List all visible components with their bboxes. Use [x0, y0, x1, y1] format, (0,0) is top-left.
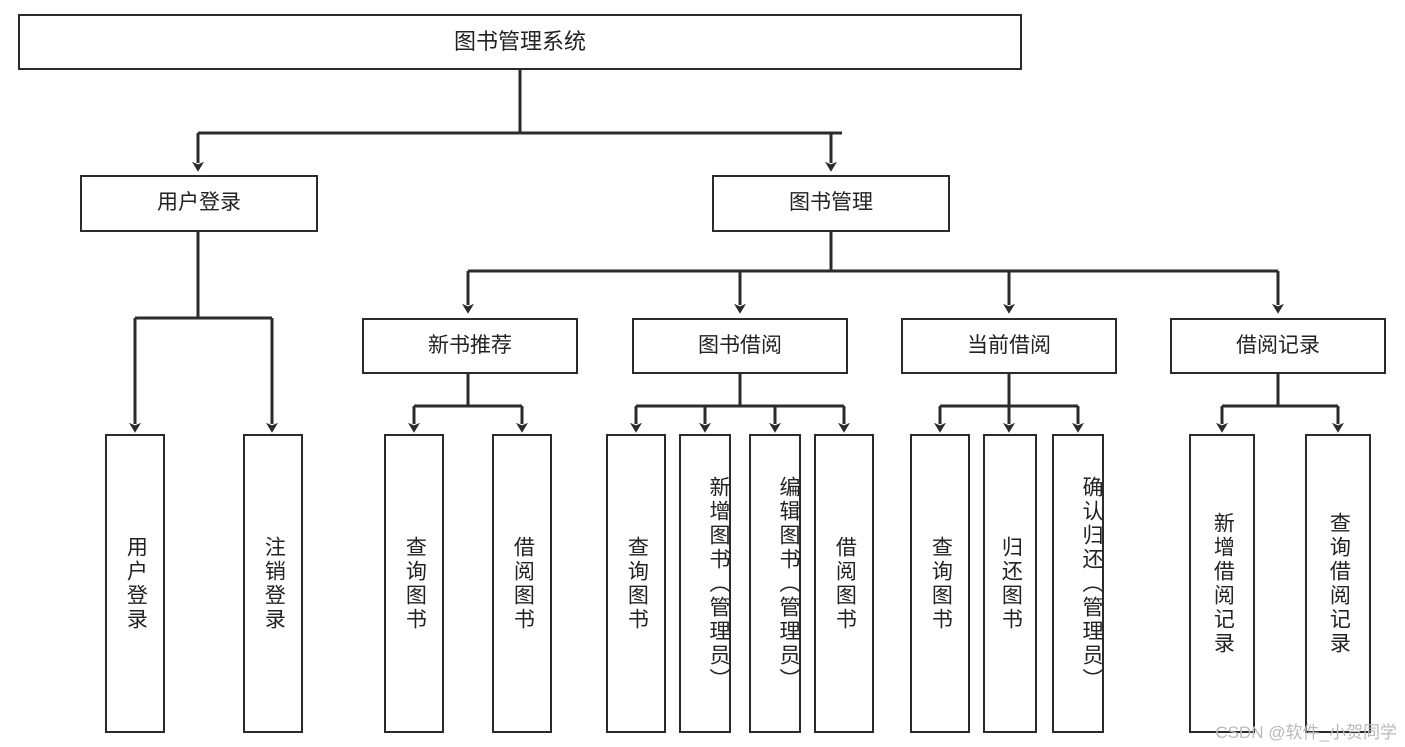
node-user-login[interactable]: 用户登录: [80, 175, 318, 232]
node-current-borrowing[interactable]: 当前借阅: [901, 318, 1117, 374]
leaf-current-borrow-return-book[interactable]: 归还图书: [983, 434, 1037, 733]
node-label: 借阅记录: [1236, 333, 1320, 357]
leaf-book-borrow-query-book[interactable]: 查询图书: [606, 434, 666, 733]
node-book-borrowing[interactable]: 图书借阅: [632, 318, 848, 374]
node-label: 新书推荐: [428, 333, 512, 357]
leaf-book-borrow-add-book-admin[interactable]: 新增图书（管理员）: [679, 434, 731, 733]
node-label: 借阅图书: [833, 535, 857, 632]
node-label: 借阅图书: [511, 535, 535, 632]
node-label: 图书借阅: [698, 333, 782, 357]
node-book-management[interactable]: 图书管理: [712, 175, 950, 232]
node-borrowing-record[interactable]: 借阅记录: [1170, 318, 1386, 374]
node-label: 新增借阅记录: [1211, 511, 1235, 656]
node-label: 查询图书: [625, 535, 649, 632]
node-label: 当前借阅: [967, 333, 1051, 357]
leaf-current-borrow-confirm-return-admin[interactable]: 确认归还（管理员）: [1052, 434, 1104, 733]
node-label: 查询借阅记录: [1327, 511, 1351, 656]
node-root-book-management-system[interactable]: 图书管理系统: [18, 14, 1022, 70]
leaf-user-login-login[interactable]: 用户登录: [105, 434, 165, 733]
leaf-borrow-record-query-record[interactable]: 查询借阅记录: [1305, 434, 1371, 733]
leaf-book-borrow-edit-book-admin[interactable]: 编辑图书（管理员）: [749, 434, 801, 733]
node-label: 图书管理系统: [453, 29, 586, 55]
node-label: 图书管理: [789, 191, 873, 215]
leaf-borrow-record-add-record[interactable]: 新增借阅记录: [1189, 434, 1255, 733]
node-label: 确认归还（管理员）: [1080, 475, 1103, 692]
leaf-new-book-query-book[interactable]: 查询图书: [384, 434, 444, 733]
node-label: 归还图书: [999, 535, 1023, 632]
node-label: 查询图书: [929, 535, 953, 632]
node-label: 编辑图书（管理员）: [777, 475, 800, 692]
node-new-book-recommendation[interactable]: 新书推荐: [362, 318, 578, 374]
node-label: 查询图书: [403, 535, 427, 632]
node-label: 新增图书（管理员）: [707, 475, 730, 692]
leaf-user-login-logout[interactable]: 注销登录: [243, 434, 303, 733]
leaf-current-borrow-query-book[interactable]: 查询图书: [910, 434, 970, 733]
node-label: 用户登录: [124, 535, 148, 632]
node-label: 注销登录: [262, 535, 286, 632]
leaf-new-book-borrow-book[interactable]: 借阅图书: [492, 434, 552, 733]
node-label: 用户登录: [157, 191, 241, 215]
leaf-book-borrow-borrow-book[interactable]: 借阅图书: [814, 434, 874, 733]
